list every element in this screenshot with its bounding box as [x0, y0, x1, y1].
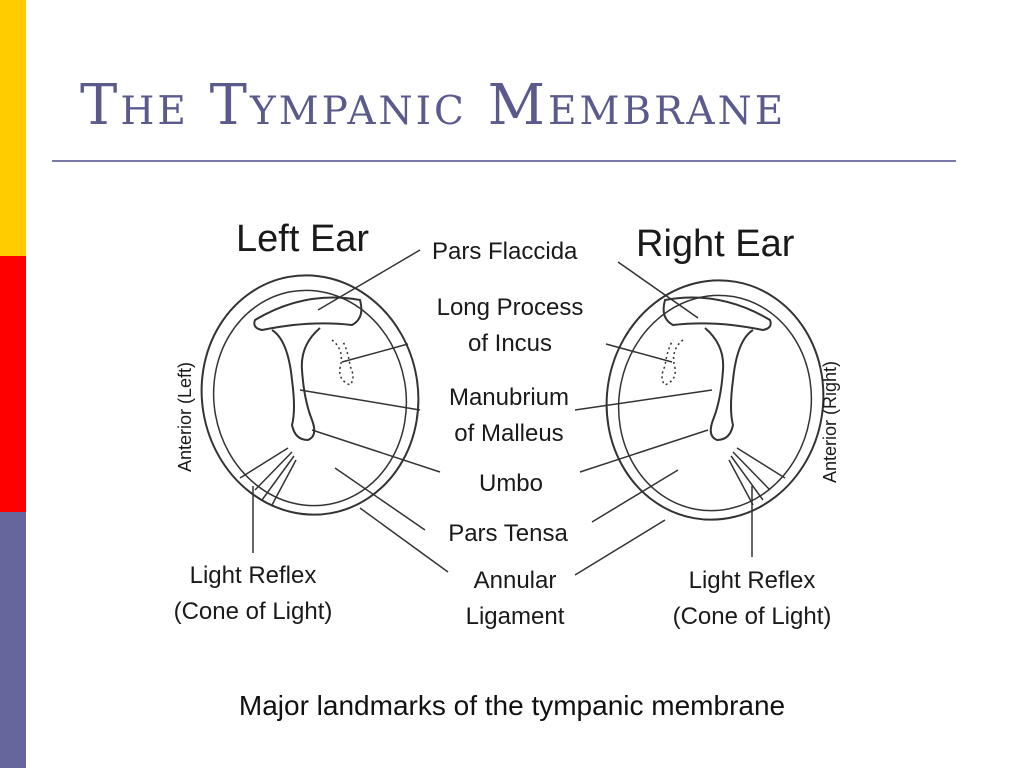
label-manubrium-line1: Manubrium	[448, 384, 570, 411]
right-incus-dots	[661, 339, 684, 386]
slide-title: The Tympanic Membrane	[80, 73, 787, 138]
label-annular-line2: Ligament	[465, 603, 565, 630]
left-annular-ligament-outline	[200, 274, 420, 516]
right-pars-tensa-outline	[617, 294, 813, 512]
accent-bar-yellow	[0, 0, 26, 256]
label-long-process-line2: of Incus	[467, 330, 553, 357]
left-malleus-shape	[271, 327, 321, 442]
left-pars-flaccida-shape	[253, 296, 363, 332]
right-ear-drawing	[605, 279, 825, 521]
right-ear-title: Right Ear	[636, 223, 795, 265]
left-light-reflex-line1: Light Reflex	[189, 562, 317, 589]
right-light-reflex-lines	[728, 447, 786, 506]
label-annular-line1: Annular	[473, 567, 557, 594]
right-anterior-label: Anterior (Right)	[820, 360, 840, 484]
left-light-reflex-lines	[239, 447, 297, 506]
label-pars-flaccida: Pars Flaccida	[432, 238, 578, 265]
accent-bar-red	[0, 256, 26, 512]
right-annular-ligament-outline	[605, 279, 825, 521]
left-ear-drawing	[200, 274, 420, 516]
right-pars-flaccida-shape	[662, 296, 772, 332]
right-light-reflex-line1: Light Reflex	[688, 567, 816, 594]
left-pars-tensa-outline	[212, 289, 408, 507]
left-ear-title: Left Ear	[236, 218, 370, 260]
right-malleus-shape	[704, 327, 754, 442]
figure-caption: Major landmarks of the tympanic membrane	[238, 690, 786, 721]
title-divider	[52, 160, 956, 162]
accent-bar-blue	[0, 512, 26, 768]
left-incus-dots	[331, 339, 354, 386]
label-long-process-line1: Long Process	[436, 294, 584, 321]
left-light-reflex-line2: (Cone of Light)	[173, 598, 333, 625]
label-umbo: Umbo	[478, 470, 544, 497]
label-manubrium-line2: of Malleus	[454, 420, 564, 447]
label-pars-tensa: Pars Tensa	[448, 520, 568, 547]
right-light-reflex-line2: (Cone of Light)	[672, 603, 832, 630]
left-anterior-label: Anterior (Left)	[175, 361, 195, 473]
leader-lines	[252, 249, 753, 576]
